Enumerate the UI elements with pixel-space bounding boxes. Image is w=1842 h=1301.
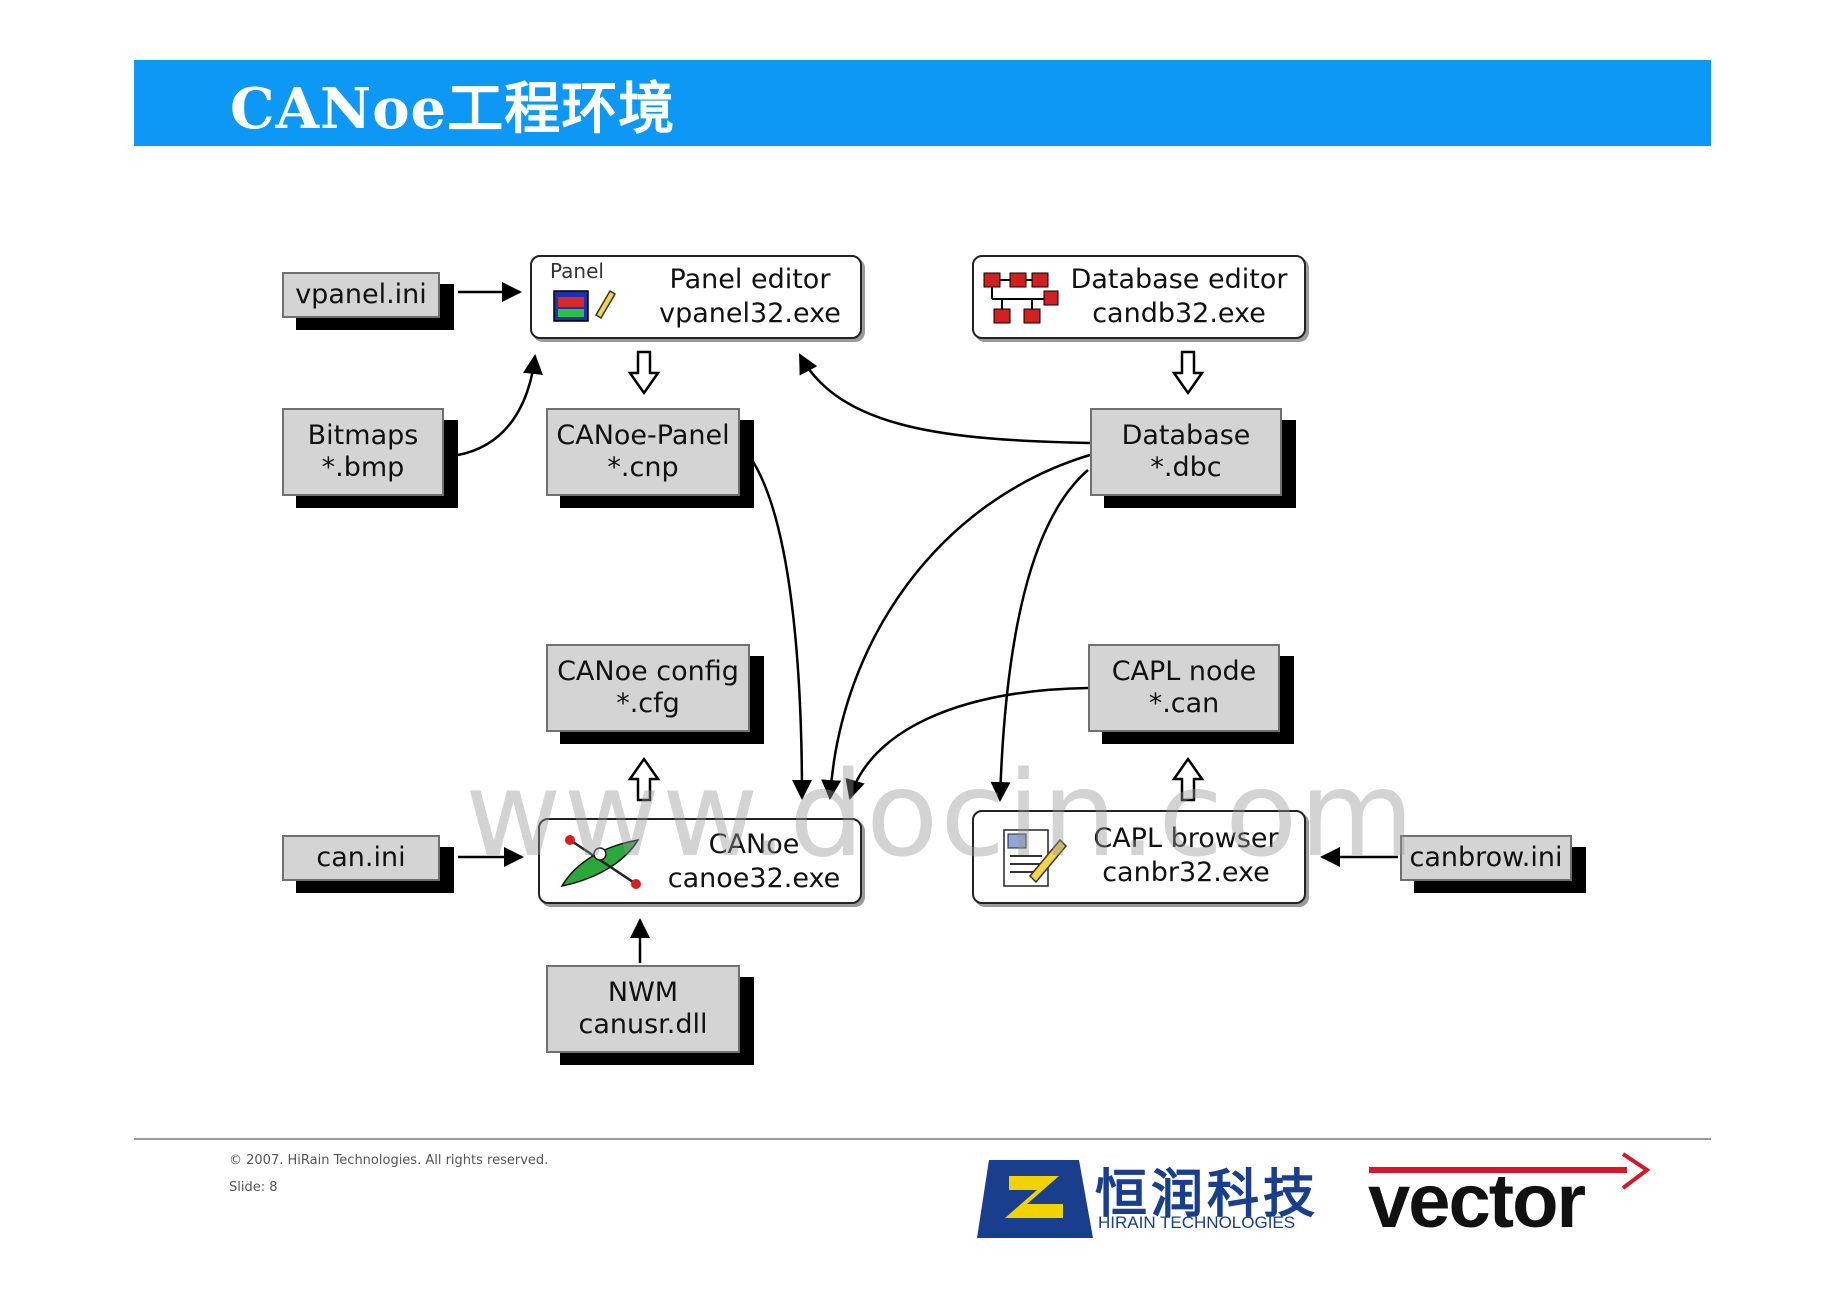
canoe-config-ext: *.cfg bbox=[616, 688, 680, 719]
panel-icon-caption: Panel bbox=[550, 259, 604, 283]
bitmaps-label: Bitmaps bbox=[307, 420, 419, 451]
arrow-database-to-canoe-1 bbox=[821, 453, 1091, 800]
bitmaps-ext: *.bmp bbox=[321, 452, 405, 483]
watermark: www.docin.com bbox=[465, 745, 1417, 883]
hirain-logo-icon bbox=[977, 1160, 1093, 1238]
capl-node-label: CAPL node bbox=[1111, 656, 1257, 687]
nwm-label: NWM bbox=[607, 977, 679, 1008]
canoe-config-label: CANoe config bbox=[557, 656, 739, 687]
footer-divider bbox=[134, 1138, 1711, 1140]
database-label: Database bbox=[1121, 420, 1251, 451]
canoe-exe: canoe32.exe bbox=[667, 863, 841, 894]
panel-editor-icon bbox=[553, 289, 617, 322]
hollow-arrow-canoe-to-config bbox=[627, 756, 661, 802]
database-editor-box: Database editor candb32.exe bbox=[972, 255, 1306, 339]
vector-logo-text: vector bbox=[1368, 1159, 1586, 1244]
arrow-bitmaps-to-paneleditor bbox=[457, 354, 543, 457]
hollow-arrow-dbeditor-to-database bbox=[1171, 350, 1205, 396]
panel-editor-title: Panel editor bbox=[669, 264, 831, 295]
panel-editor-exe: vpanel32.exe bbox=[659, 298, 841, 329]
canoe-config-box: CANoe config *.cfg bbox=[546, 644, 750, 732]
canoe-panel-ext: *.cnp bbox=[607, 452, 679, 483]
canoe-title: CANoe bbox=[708, 829, 800, 860]
hirain-english-name: HIRAIN TECHNOLOGIES bbox=[1098, 1213, 1296, 1232]
canoe-kayak-icon bbox=[560, 835, 641, 889]
can-ini-label: can.ini bbox=[316, 842, 406, 873]
title-bar: CANoe工程环境 bbox=[134, 60, 1711, 146]
database-editor-title: Database editor bbox=[1070, 264, 1288, 295]
vector-arrow-mark bbox=[1369, 1152, 1651, 1190]
arrow-canoepanel-to-canoe bbox=[750, 459, 812, 800]
can-ini-box: can.ini bbox=[282, 835, 440, 881]
canoe-panel-label: CANoe-Panel bbox=[556, 420, 730, 451]
vpanel-ini-label: vpanel.ini bbox=[295, 279, 427, 310]
capl-browser-exe: canbr32.exe bbox=[1102, 857, 1270, 888]
canoe-box: CANoe canoe32.exe bbox=[538, 818, 862, 904]
bitmaps-box: Bitmaps *.bmp bbox=[282, 408, 444, 496]
capl-node-ext: *.can bbox=[1148, 688, 1220, 719]
arrow-database-to-caplbrowser bbox=[990, 469, 1089, 802]
canbrow-ini-label: canbrow.ini bbox=[1409, 842, 1563, 873]
hirain-chinese-name: 恒润科技 bbox=[1095, 1165, 1320, 1225]
database-editor-icon bbox=[983, 272, 1059, 324]
capl-browser-icon bbox=[1003, 829, 1068, 887]
panel-editor-box: Panel Panel editor vpanel32.exe bbox=[530, 255, 862, 339]
capl-browser-title: CAPL browser bbox=[1093, 823, 1279, 854]
hollow-arrow-caplbrowser-to-caplnode bbox=[1171, 756, 1205, 802]
database-editor-exe: candb32.exe bbox=[1092, 298, 1266, 329]
capl-node-box: CAPL node *.can bbox=[1088, 644, 1280, 732]
nwm-dll: canusr.dll bbox=[578, 1009, 708, 1040]
database-box: Database *.dbc bbox=[1090, 408, 1282, 496]
vpanel-ini-box: vpanel.ini bbox=[282, 272, 440, 318]
canoe-panel-box: CANoe-Panel *.cnp bbox=[546, 408, 740, 496]
capl-browser-box: CAPL browser canbr32.exe bbox=[972, 810, 1306, 904]
hollow-arrow-paneleditor-to-canoepanel bbox=[627, 350, 661, 396]
canbrow-ini-box: canbrow.ini bbox=[1400, 835, 1572, 881]
slide-number: Slide: 8 bbox=[229, 1180, 278, 1195]
copyright-text: © 2007. HiRain Technologies. All rights … bbox=[229, 1153, 549, 1168]
arrow-database-to-paneleditor bbox=[798, 353, 1091, 445]
page-title: CANoe工程环境 bbox=[230, 76, 676, 142]
arrow-caplnode-to-canoe bbox=[845, 686, 1089, 800]
nwm-box: NWM canusr.dll bbox=[546, 965, 740, 1053]
database-ext: *.dbc bbox=[1150, 452, 1222, 483]
